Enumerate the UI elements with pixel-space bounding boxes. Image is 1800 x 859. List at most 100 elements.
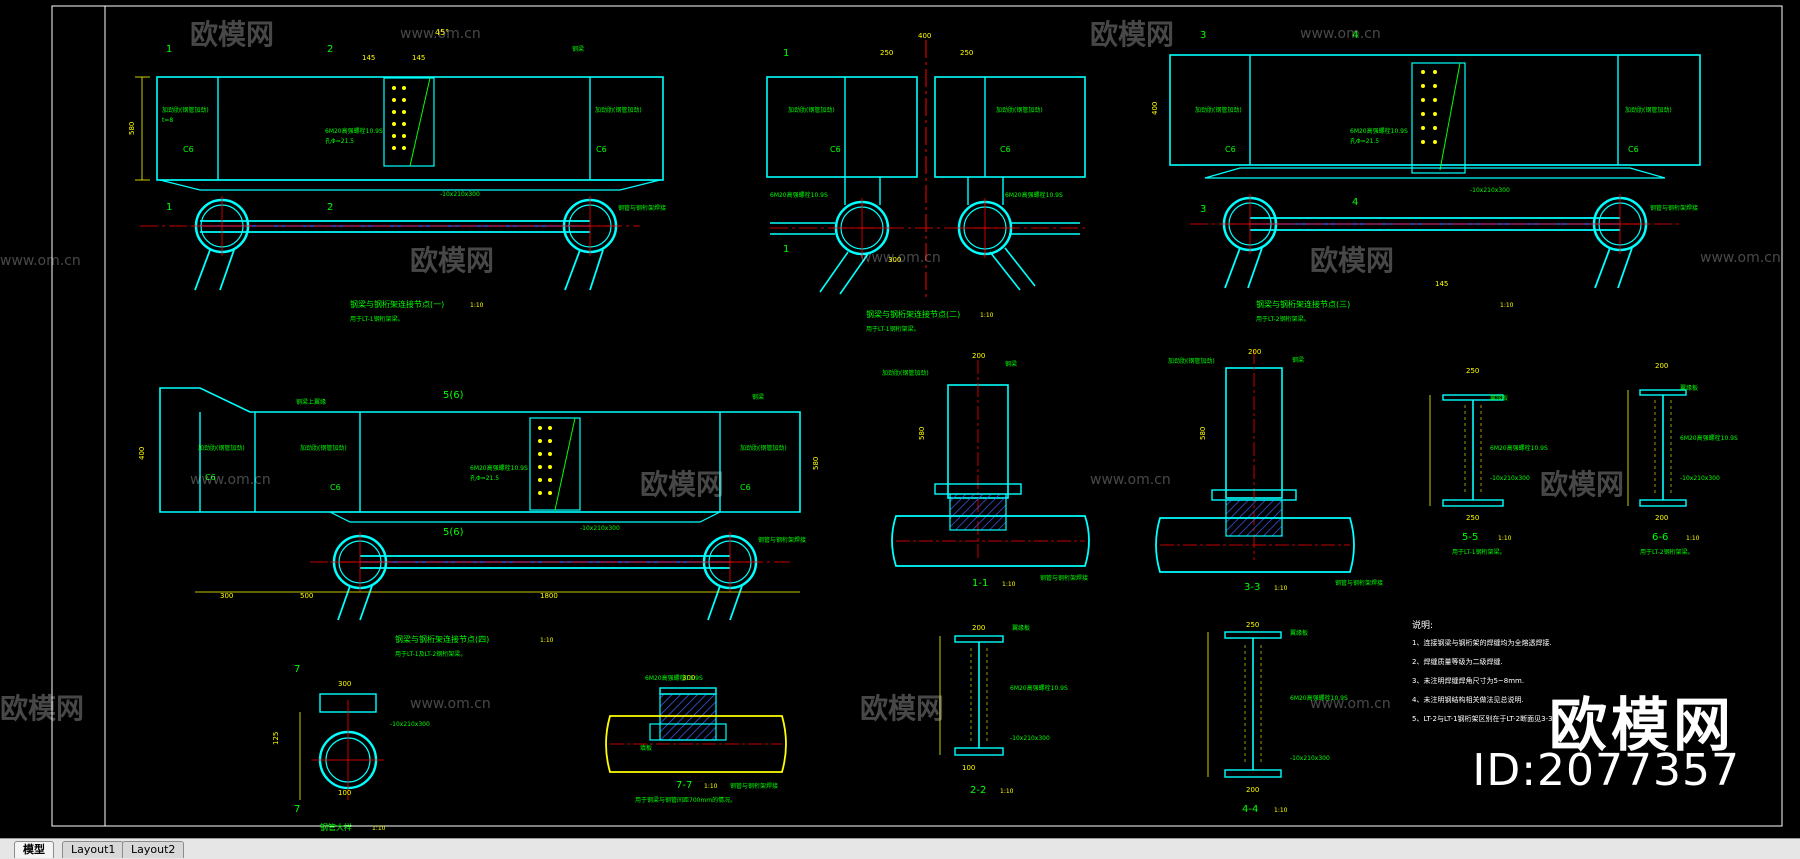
watermark-brand: 欧模网 [410,244,494,277]
s44-dim-top: 250 [1246,621,1259,629]
d1-section-mark-1: 1 [166,44,172,55]
d1-note: 用于LT-1钢桁架梁。 [350,315,404,323]
s33-ann-weld: 钢管与钢桁架焊接 [1335,579,1383,587]
s66-ann-flange: 翼缘板 [1680,384,1698,392]
d4-ann-stiffener: 加劲肋(钢管加劲) [198,444,245,452]
watermark-brand: 欧模网 [190,18,274,51]
s44-ann-flange: 翼缘板 [1290,629,1308,637]
watermark-site: www.om.cn [1090,472,1171,488]
d2-note: 用于LT-1钢桁架梁。 [866,325,920,333]
d3-title: 钢梁与钢桁架连接节点(三) [1256,299,1350,309]
s55-note: 用于LT-1钢桁架梁。 [1452,548,1506,556]
section-7-7 [605,687,787,773]
d4-dim-500: 500 [300,592,313,600]
s33-scale: 1:10 [1274,585,1288,592]
d2-title: 钢梁与钢桁架连接节点(二) [866,309,960,319]
s33-ann-stiffener: 加劲肋(钢管加劲) [1168,357,1215,365]
s44-ann-bolt: 6M20高强螺栓10.9S [1290,694,1348,702]
s22-dim-top: 200 [972,624,985,632]
s77-scale: 1:10 [704,783,718,790]
d3-ann-weld: 钢管与钢桁架焊接 [1650,204,1698,212]
d4-ann-weld: 钢管与钢桁架焊接 [758,536,806,544]
watermark-site: www.om.cn [860,250,941,266]
detail-dim-side: 125 [272,732,280,745]
s22-dim-bottom: 100 [962,764,975,772]
tab-model[interactable]: 模型 [14,841,54,858]
section-6-6 [1627,389,1687,507]
d1-section-mark-2b: 2 [327,202,333,213]
d1-weld-angle: 45° [435,28,449,37]
note-item: 3、未注明焊缝焊角尺寸为5~8mm. [1412,676,1524,685]
watermark-brand: 欧模网 [1540,468,1624,501]
watermark-site: www.om.cn [1700,250,1781,266]
s66-dim-bottom: 200 [1655,514,1668,522]
s11-dim-top: 200 [972,352,985,360]
d1-section-mark-1b: 1 [166,202,172,213]
section-3-3 [1155,350,1355,573]
s44-ann-plate: -10x210x300 [1290,755,1330,762]
d4-ann-stiffener-m: 加劲肋(钢管加劲) [300,444,347,452]
watermark-site: www.om.cn [1310,696,1391,712]
d4-ann-steel: 钢梁 [752,393,764,401]
d3-note: 用于LT-2钢桁架梁。 [1256,315,1310,323]
d2-ann-c6b: C6 [1000,145,1011,154]
s33-dim-top: 200 [1248,348,1261,356]
s11-ann-steel: 钢梁 [1005,360,1017,368]
s11-ann-stiffener: 加劲肋(钢管加劲) [882,369,929,377]
s55-ann-plate: -10x210x300 [1490,475,1530,482]
s11-ann-weld: 钢管与钢桁架焊接 [1040,574,1088,582]
s66-note: 用于LT-2钢桁架梁。 [1640,548,1694,556]
s77-note: 用于钢梁与钢管间距700mm的情况。 [635,796,736,804]
s22-ann-bolt: 6M20高强螺栓10.9S [1010,684,1068,692]
detail-dim-bot: 100 [338,789,351,797]
drawing-3-elevation [1169,54,1701,289]
d4-ann-c6: C6 [205,473,216,482]
d3-section-mark-3: 3 [1200,30,1206,41]
tab-layout2[interactable]: Layout2 [122,841,185,858]
s66-ann-bolt: 6M20高强螺栓10.9S [1680,434,1738,442]
d4-title: 钢梁与钢桁架连接节点(四) [395,634,489,644]
s55-ann-flange: 翼缘板 [1490,394,1508,402]
s55-ann-bolt: 6M20高强螺栓10.9S [1490,444,1548,452]
d1-ann-stiffener: 加劲肋(钢管加劲) [162,106,209,114]
sheet-border [51,5,1783,827]
d4-section-mark-56b: 5(6) [443,527,464,538]
s22-ann-flange: 翼缘板 [1012,624,1030,632]
watermark-brand-large: 欧模网 [1548,691,1735,759]
watermark-brand: 欧模网 [860,692,944,725]
d4-section-mark-56: 5(6) [443,390,464,401]
d3-ann-bolt: 6M20高强螺栓10.9S [1350,127,1408,135]
section-2-2 [939,635,1004,756]
d3-ann-c6b: C6 [1628,145,1639,154]
section-1-1 [891,360,1090,567]
notes-title: 说明: [1412,619,1433,631]
drawing-4-elevation [159,387,801,621]
d2-dim-250b: 250 [960,49,973,57]
d4-ann-bolt: 6M20高强螺栓10.9S [470,464,528,472]
d1-ann-bolt: 6M20高强螺栓10.9S [325,127,383,135]
s11-label: 1-1 [972,578,988,589]
watermark-site: www.om.cn [1300,26,1381,42]
d4-ann-hole: 孔Φ=21.5 [470,474,499,482]
watermark-brand: 欧模网 [1090,18,1174,51]
tab-layout1[interactable]: Layout1 [62,841,125,858]
s66-dim-top: 200 [1655,362,1668,370]
d2-dim-250: 250 [880,49,893,57]
d3-ann-c6: C6 [1225,145,1236,154]
s55-dim-bottom: 250 [1466,514,1479,522]
d4-dim-height: 400 [138,447,146,460]
s77-ann-bolt: 6M20高强螺栓10.9S [645,674,703,682]
d1-title: 钢梁与钢桁架连接节点(一) [350,299,444,309]
drawing-2-elevation [766,40,1086,300]
d1-ann-weld: 钢管与钢桁架焊接 [618,204,666,212]
section-5-5 [1429,394,1504,507]
watermark-site: www.om.cn [400,26,481,42]
watermark-site: www.om.cn [410,696,491,712]
d2-dim-300: 300 [888,256,901,264]
d1-ann-c6b: C6 [596,145,607,154]
layout-tab-bar: 模型 Layout1 Layout2 [0,838,1800,859]
d3-section-mark-4: 4 [1352,30,1358,41]
d2-ann-stiffener-r: 加劲肋(钢管加劲) [996,106,1043,114]
drawing-canvas[interactable]: 580 145 145 45° 1 2 1 2 加劲肋(钢管加劲) t=8 C6… [0,0,1800,838]
d2-scale: 1:10 [980,312,994,319]
